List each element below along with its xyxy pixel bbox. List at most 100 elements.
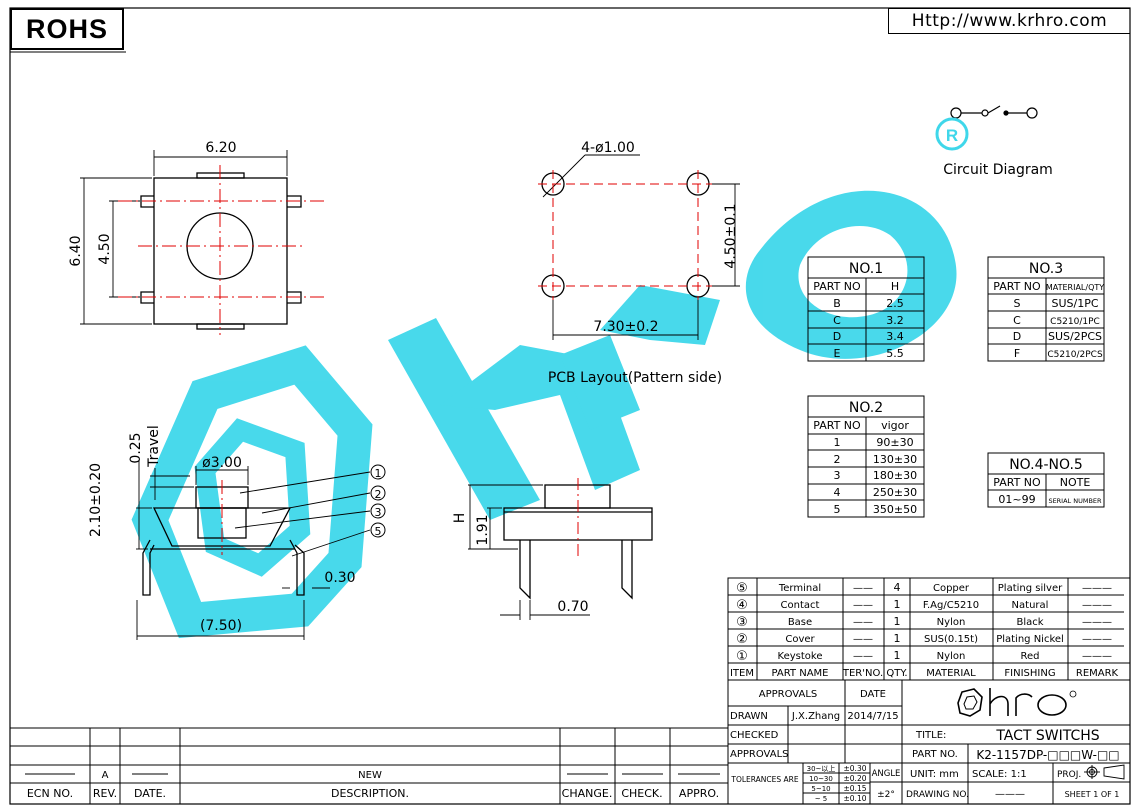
svg-text:———: ———: [1082, 600, 1112, 611]
top-height-dim: 6.40: [68, 235, 84, 266]
svg-text:Nylon: Nylon: [937, 617, 966, 628]
svg-text:——: ——: [853, 651, 873, 662]
svg-text:Nylon: Nylon: [937, 651, 966, 662]
pcb-pitch-y: 4.50±0.1: [723, 203, 739, 268]
svg-text:ITEM: ITEM: [730, 668, 754, 679]
svg-text:Plating silver: Plating silver: [998, 583, 1063, 594]
svg-text:Plating Nickel: Plating Nickel: [996, 634, 1064, 645]
svg-text:CHECKED: CHECKED: [730, 730, 779, 741]
svg-text:PART NO: PART NO: [993, 476, 1041, 489]
svg-text:1: 1: [894, 649, 901, 662]
svg-text:C5210/1PC: C5210/1PC: [1050, 317, 1100, 327]
svg-text:±0.15: ±0.15: [844, 784, 867, 793]
svg-text:90±30: 90±30: [876, 436, 913, 449]
svg-text:———: ———: [1082, 651, 1112, 662]
svg-text:Terminal: Terminal: [778, 583, 821, 594]
balloon-1: 1: [370, 464, 386, 480]
svg-text:±0.20: ±0.20: [844, 774, 867, 783]
overall-width-dim: (7.50): [200, 618, 242, 634]
svg-text:5: 5: [375, 525, 382, 538]
svg-text:4: 4: [894, 581, 901, 594]
svg-text:DESCRIPTION.: DESCRIPTION.: [331, 787, 409, 800]
circuit-caption: Circuit Diagram: [943, 162, 1053, 178]
svg-text:FINISHING: FINISHING: [1004, 668, 1055, 679]
svg-text:±2°: ±2°: [877, 790, 895, 800]
svg-text:Copper: Copper: [933, 583, 970, 594]
svg-text:——: ——: [853, 583, 873, 594]
side-height-dim: 2.10±0.20: [88, 463, 104, 537]
svg-text:F: F: [1014, 347, 1020, 360]
registered-mark-letter: R: [946, 126, 958, 145]
svg-text:——: ——: [853, 600, 873, 611]
svg-text:2014/7/15: 2014/7/15: [847, 711, 898, 722]
watermark-logo: [131, 190, 957, 639]
svg-text:~ 5: ~ 5: [815, 795, 828, 803]
svg-text:———: ———: [1082, 634, 1112, 645]
svg-text:3.2: 3.2: [886, 314, 904, 327]
svg-text:1: 1: [834, 436, 841, 449]
top-view-centerlines: [118, 165, 328, 335]
svg-text:2: 2: [375, 488, 382, 501]
svg-text:QTY.: QTY.: [886, 668, 907, 679]
svg-text:——: ——: [853, 634, 873, 645]
travel-label: Travel: [146, 425, 162, 468]
svg-text:5: 5: [834, 503, 841, 516]
svg-text:②: ②: [736, 632, 748, 647]
rohs-badge: ROHS: [10, 8, 124, 50]
pin-width-dim: 0.30: [324, 570, 355, 586]
title-block: APPROVALS DATE DRAWN J.X.Zhang 2014/7/15…: [727, 679, 1131, 805]
svg-text:TITLE:: TITLE:: [915, 730, 946, 741]
svg-text:REMARK: REMARK: [1076, 668, 1119, 679]
svg-text:Contact: Contact: [781, 600, 820, 611]
svg-text:APPROVALS: APPROVALS: [730, 749, 789, 760]
svg-text:Cover: Cover: [785, 634, 815, 645]
svg-text:DRAWN: DRAWN: [730, 711, 768, 722]
svg-text:F.Ag/C5210: F.Ag/C5210: [923, 600, 979, 611]
svg-text:130±30: 130±30: [873, 453, 917, 466]
svg-text:ECN NO.: ECN NO.: [27, 787, 73, 800]
pcb-holes-dim: 4-ø1.00: [581, 140, 635, 156]
travel-value: 0.25: [128, 432, 144, 463]
svg-text:MATERIAL/QTY: MATERIAL/QTY: [1046, 283, 1104, 292]
svg-text:④: ④: [736, 598, 748, 613]
svg-text:H: H: [891, 280, 899, 293]
front-h-label: H: [452, 513, 468, 524]
svg-text:K2-1157DP-□□□W-□□: K2-1157DP-□□□W-□□: [976, 748, 1119, 762]
svg-text:vigor: vigor: [881, 419, 909, 432]
svg-text:D: D: [1013, 330, 1021, 343]
svg-text:A: A: [102, 770, 109, 781]
svg-text:S: S: [1014, 297, 1021, 310]
balloon-5: 5: [370, 522, 386, 538]
svg-text:CHECK.: CHECK.: [621, 787, 662, 800]
svg-text:——: ——: [853, 617, 873, 628]
pcb-caption: PCB Layout(Pattern side): [548, 370, 722, 386]
svg-text:APPRO.: APPRO.: [679, 787, 719, 800]
svg-text:3.4: 3.4: [886, 330, 904, 343]
svg-text:2.5: 2.5: [886, 297, 904, 310]
sheet-border: [9, 7, 1131, 805]
svg-text:2: 2: [834, 453, 841, 466]
website-url[interactable]: Http://www.krhro.com: [888, 8, 1130, 34]
svg-text:3: 3: [834, 469, 841, 482]
side-balloons: 1 2 3 5: [370, 464, 386, 538]
svg-text:C5210/2PCS: C5210/2PCS: [1047, 350, 1103, 360]
top-width-dim: 6.20: [205, 140, 236, 156]
svg-text:E: E: [834, 347, 841, 360]
svg-text:UNIT: mm: UNIT: mm: [910, 769, 959, 780]
svg-text:CHANGE.: CHANGE.: [562, 787, 613, 800]
svg-text:PROJ.: PROJ.: [1057, 770, 1081, 780]
svg-text:Base: Base: [788, 617, 812, 628]
svg-text:4: 4: [834, 486, 841, 499]
svg-text:SUS/2PCS: SUS/2PCS: [1048, 330, 1102, 343]
no2-title: NO.2: [849, 400, 883, 416]
hro-logo: [957, 688, 1077, 717]
svg-text:SCALE: 1:1: SCALE: 1:1: [972, 769, 1027, 780]
svg-text:SHEET 1 OF 1: SHEET 1 OF 1: [1065, 790, 1120, 799]
svg-text:Keystoke: Keystoke: [778, 651, 823, 662]
svg-text:1: 1: [894, 598, 901, 611]
svg-text:DATE: DATE: [860, 689, 886, 700]
top-inner-dim: 4.50: [97, 233, 113, 264]
svg-text:DRAWING NO.: DRAWING NO.: [906, 790, 969, 800]
svg-text:1: 1: [894, 615, 901, 628]
